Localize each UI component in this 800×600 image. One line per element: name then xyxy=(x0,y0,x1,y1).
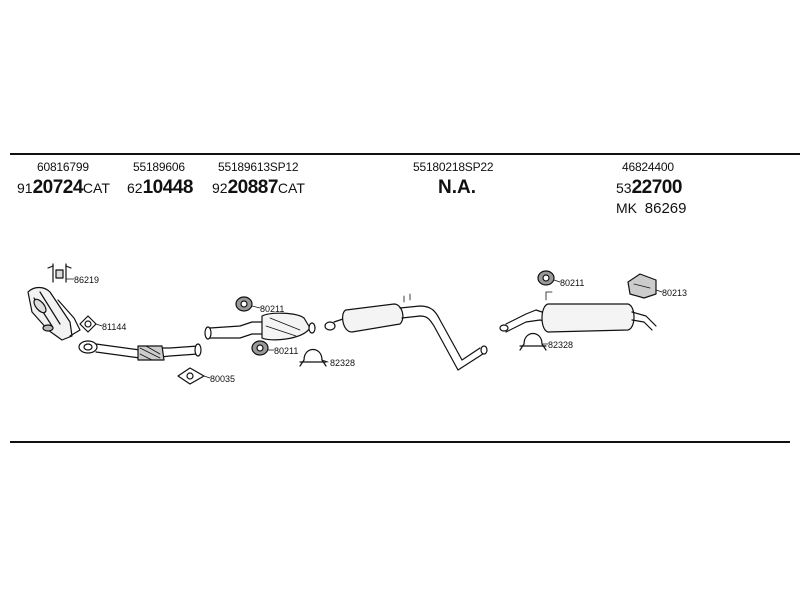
front-pipe xyxy=(78,340,202,361)
label-86219: 86219 xyxy=(74,275,99,285)
label-80213: 80213 xyxy=(662,288,687,298)
label-80211: 80211 xyxy=(260,304,284,314)
oe-number: 46824400 xyxy=(622,160,674,174)
column-front-pipe-cat: 60816799 9120724CAT xyxy=(17,160,110,197)
label-80035: 80035 xyxy=(210,374,235,384)
column-front-pipe: 55189606 6210448 xyxy=(127,160,193,197)
oe-number: 55189613SP12 xyxy=(218,160,299,174)
gasket-icon xyxy=(177,367,205,385)
part-number: 5322700 xyxy=(616,177,682,198)
front-pipe-cat xyxy=(27,286,81,341)
oe-number: 55189606 xyxy=(133,160,185,174)
label-80211: 80211 xyxy=(274,346,298,356)
clamp-icon xyxy=(47,263,72,283)
part-number: 9120724CAT xyxy=(17,177,110,198)
bracket-icon xyxy=(627,273,657,299)
top-rule xyxy=(10,153,800,155)
rubber-mount-icon xyxy=(537,270,555,286)
part-number: 9220887CAT xyxy=(212,177,305,198)
rubber-mount-icon xyxy=(251,340,269,356)
part-number: 6210448 xyxy=(127,177,193,198)
rear-silencer xyxy=(499,291,657,333)
u-clamp-icon xyxy=(299,348,327,367)
column-catalyst: 55189613SP12 9220887CAT xyxy=(212,160,305,197)
label-82328: 82328 xyxy=(548,340,573,350)
label-82328: 82328 xyxy=(330,358,355,368)
middle-silencer xyxy=(324,293,488,371)
rubber-mount-icon xyxy=(235,296,253,312)
not-available: N.A. xyxy=(438,177,476,198)
catalyst xyxy=(204,312,316,341)
column-rear-silencer: 46824400 5322700 MK 86269 xyxy=(616,160,687,216)
column-middle-silencer: 55180218SP22 N.A. xyxy=(413,160,494,198)
bottom-rule xyxy=(10,441,790,443)
gasket-icon xyxy=(79,315,97,333)
oe-number: 55180218SP22 xyxy=(413,160,494,174)
mounting-kit: MK 86269 xyxy=(616,200,687,217)
label-81144: 81144 xyxy=(102,322,126,332)
oe-number: 60816799 xyxy=(37,160,89,174)
label-80211: 80211 xyxy=(560,278,584,288)
u-clamp-icon xyxy=(519,332,547,351)
